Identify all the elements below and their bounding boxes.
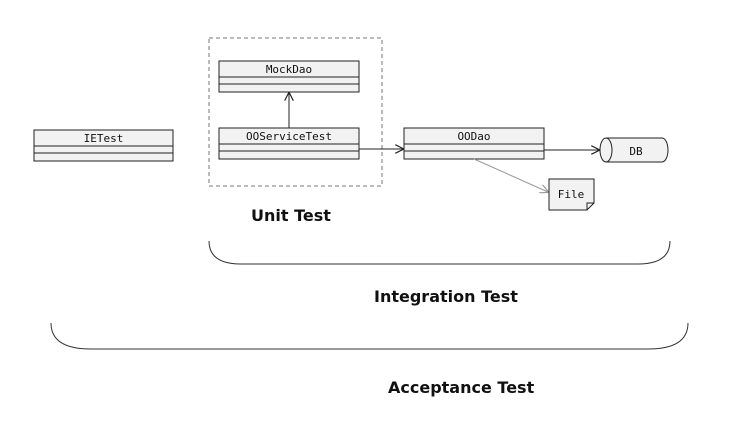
oodao-class: OODao (403, 127, 545, 160)
unit-test-boundary (208, 37, 383, 187)
ooservicetest-label: OOServiceTest (246, 130, 332, 143)
oodao-label: OODao (457, 130, 490, 143)
file-label: File (558, 188, 585, 201)
mockdao-label: MockDao (266, 63, 312, 76)
acceptance-test-brace (50, 322, 689, 350)
acceptance-test-caption: Acceptance Test (388, 378, 535, 397)
arrow-oodao-to-file (473, 158, 548, 192)
integration-test-brace (208, 240, 671, 265)
mockdao-class: MockDao (218, 60, 360, 93)
db-cylinder-icon: DB (599, 137, 669, 163)
db-label: DB (629, 145, 643, 158)
unit-test-caption: Unit Test (251, 206, 331, 225)
integration-test-caption: Integration Test (374, 287, 518, 306)
ooservicetest-class: OOServiceTest (218, 127, 360, 160)
file-note-icon: File (548, 178, 595, 211)
ietest-label: IETest (84, 132, 124, 145)
ietest-class: IETest (33, 129, 174, 162)
